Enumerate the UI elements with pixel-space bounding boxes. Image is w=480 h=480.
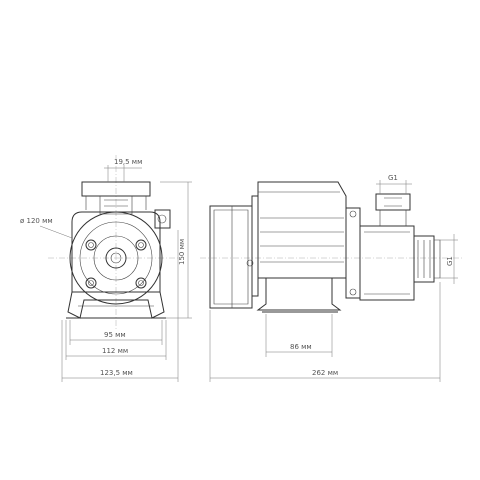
dim-base-width: 112 мм: [102, 347, 128, 355]
dim-total-length: 262 мм: [312, 369, 338, 377]
front-view: 19,5 мм ø 120 мм 150 мм 95 мм 112 мм 123…: [20, 155, 192, 382]
dim-foot-width: 95 мм: [104, 331, 126, 339]
dim-outlet-width: 19,5 мм: [114, 158, 142, 166]
dim-inlet-thread: G1: [446, 256, 454, 266]
side-view: G1 G1 86 мм 262 мм: [200, 174, 462, 382]
dim-front-total: 123,5 мм: [100, 369, 133, 377]
dim-side-foot-span: 86 мм: [290, 343, 312, 351]
dim-height: 150 мм: [178, 239, 186, 265]
dim-outlet-thread: G1: [388, 174, 398, 182]
dim-diameter: ø 120 мм: [20, 217, 53, 225]
